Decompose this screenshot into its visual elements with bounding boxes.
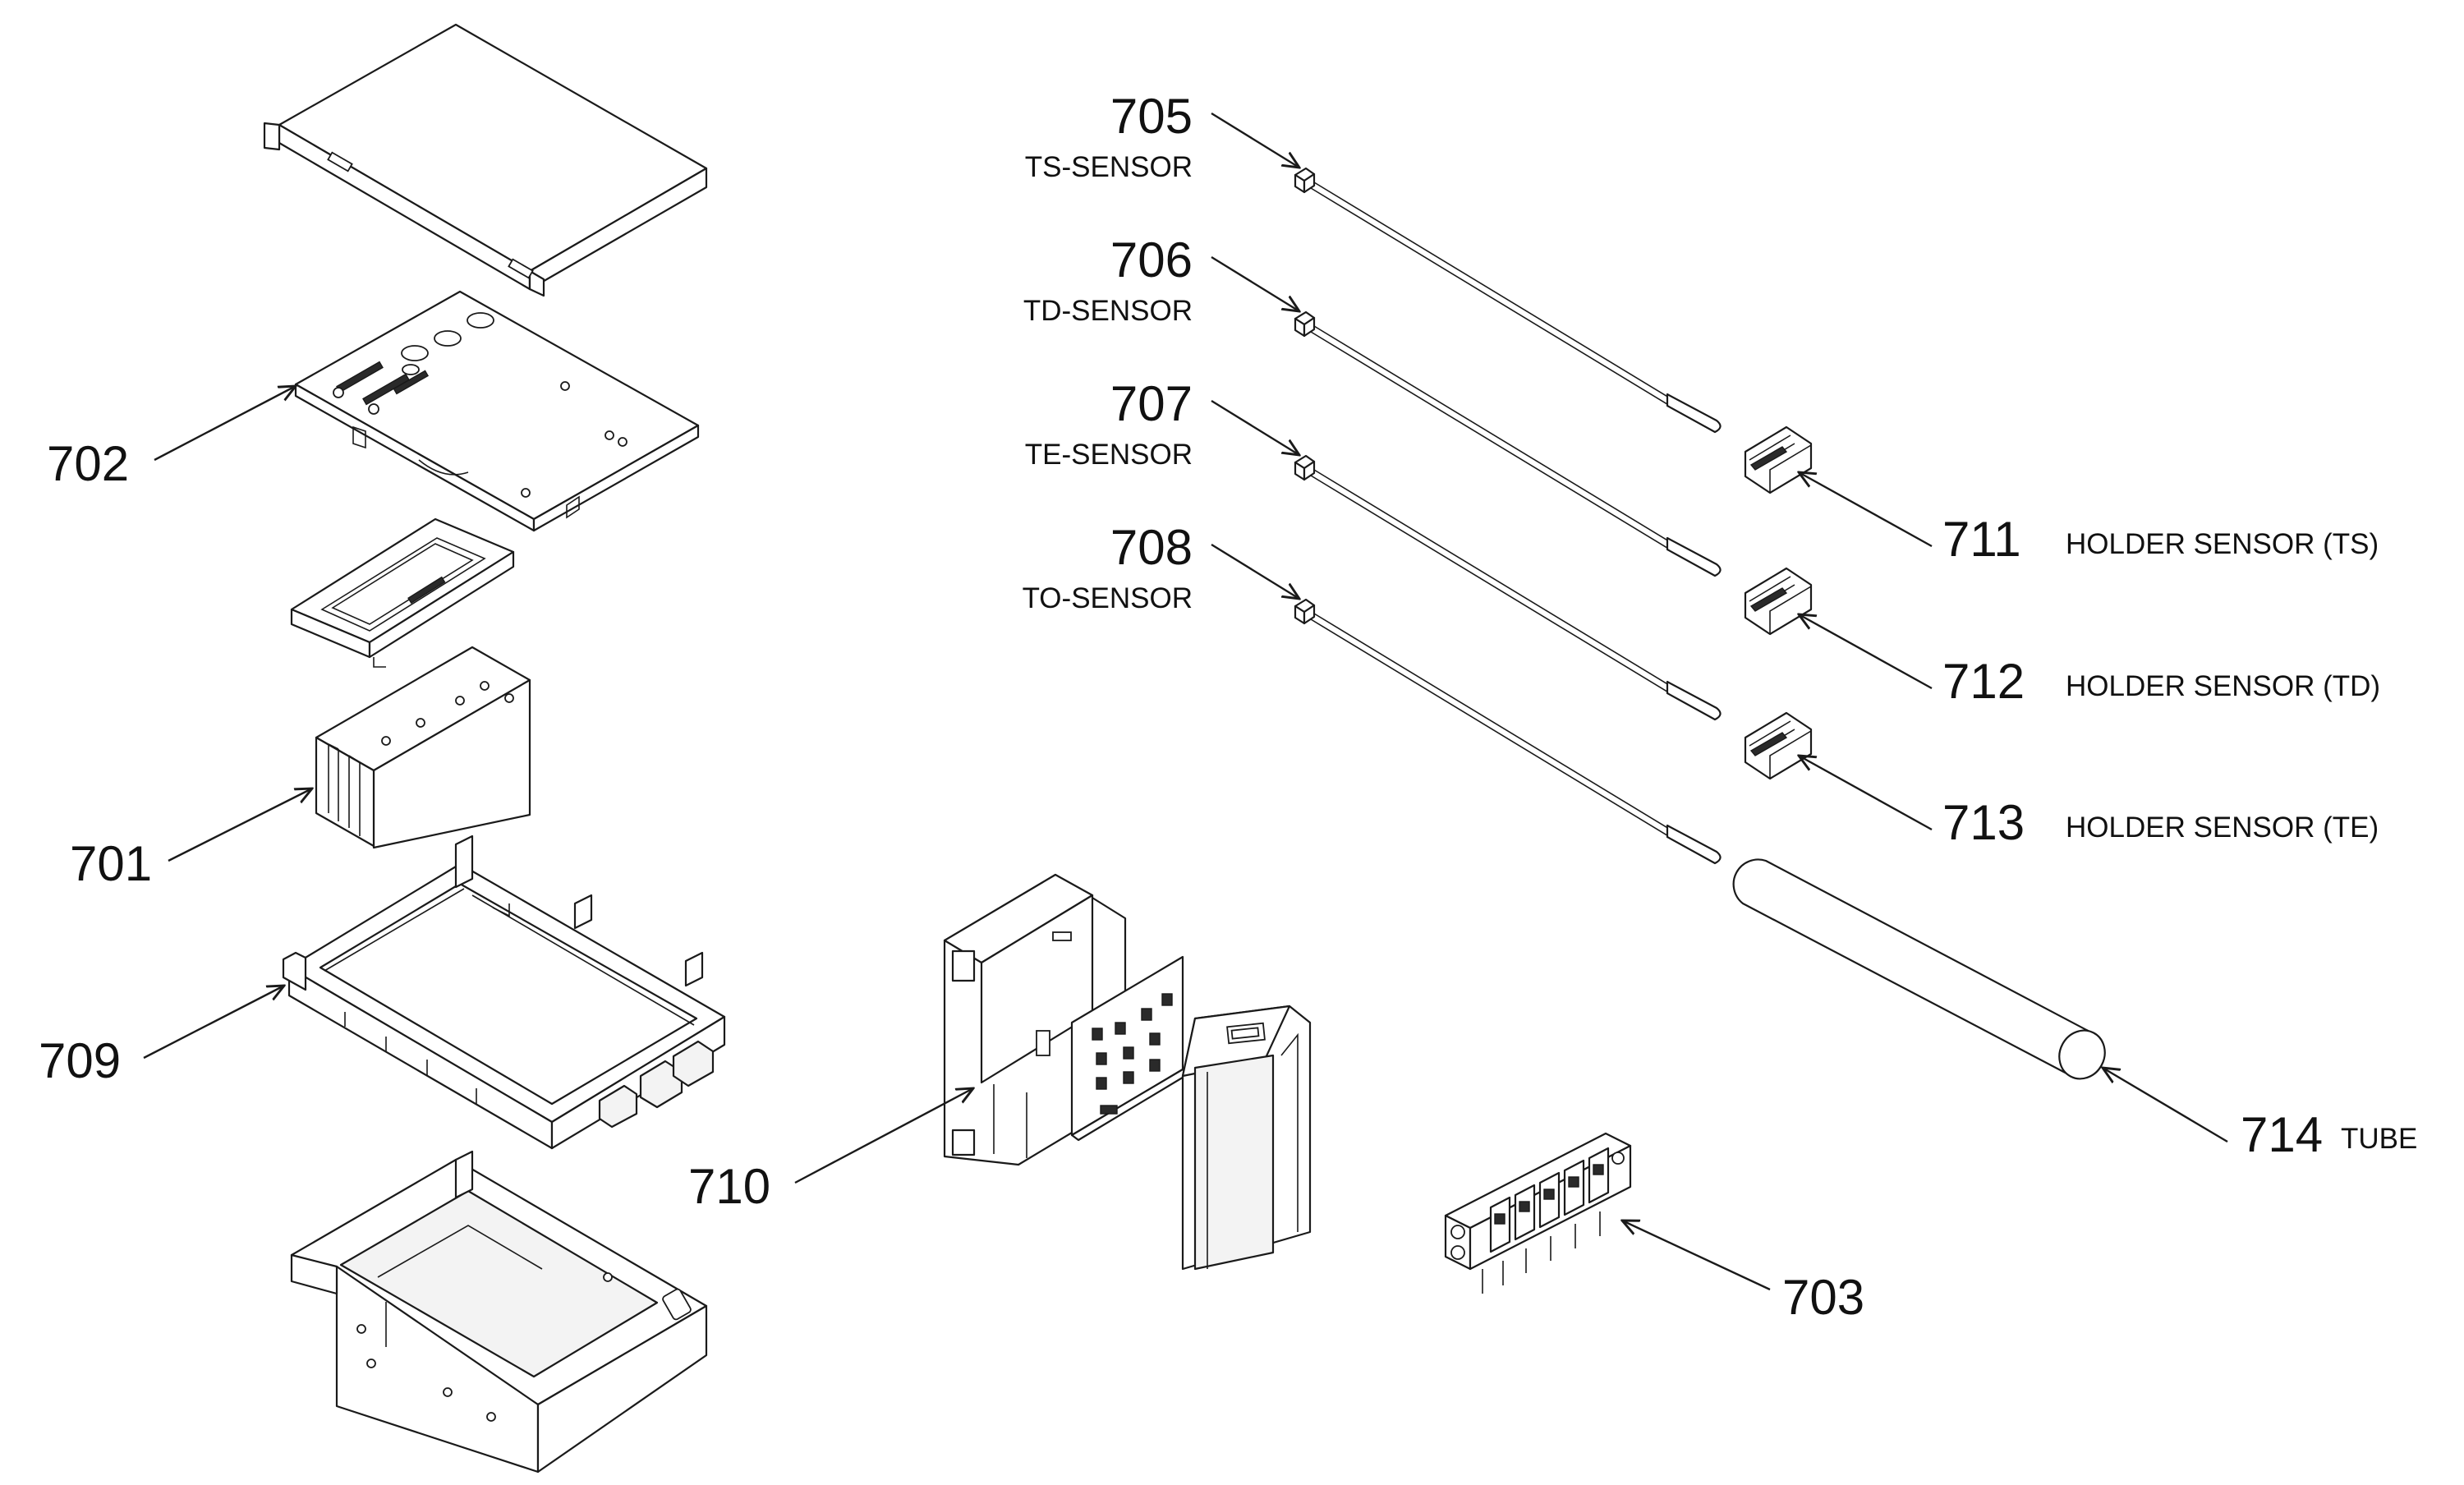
display-frame	[290, 517, 515, 668]
callout-713-number: 713	[1942, 795, 2025, 850]
holder-sensor-712	[1744, 567, 1813, 636]
leader-702	[154, 386, 296, 462]
leader-703	[1622, 1221, 1771, 1291]
inner-frame-709	[282, 834, 726, 1150]
leader-713	[1799, 756, 1933, 831]
holder-sensor-713	[1744, 711, 1813, 780]
callout-706-label: TD-SENSOR	[1023, 295, 1193, 327]
control-pcb-702	[294, 290, 700, 532]
leader-lines	[143, 112, 2228, 1291]
callout-701-number: 701	[70, 836, 152, 891]
callout-714-number: 714	[2241, 1107, 2323, 1162]
leader-709	[143, 986, 284, 1060]
terminal-cover	[1181, 1005, 1312, 1271]
terminal-pcb-710	[1070, 955, 1191, 1142]
callout-707-label: TE-SENSOR	[1025, 439, 1193, 471]
sensor-705-rod	[1294, 167, 1722, 434]
callout-714-label: TUBE	[2341, 1123, 2417, 1155]
base-chassis	[290, 1150, 708, 1474]
heat-sink-701	[315, 646, 531, 849]
callout-705-number: 705	[1110, 89, 1193, 144]
callout-702-number: 702	[47, 436, 129, 491]
leader-706	[1211, 255, 1299, 311]
leader-708	[1211, 543, 1299, 599]
callout-710-number: 710	[688, 1159, 770, 1214]
terminal-block-703	[1444, 1132, 1632, 1294]
callout-703-number: 703	[1782, 1270, 1864, 1325]
sensor-708-rod	[1294, 598, 1722, 865]
callout-709-number: 709	[39, 1033, 121, 1088]
leader-701	[168, 788, 312, 862]
leader-707	[1211, 399, 1299, 455]
tube-714	[1732, 858, 2106, 1080]
sensor-706-rod	[1294, 310, 1722, 577]
callout-705-label: TS-SENSOR	[1025, 151, 1193, 183]
callout-707-number: 707	[1110, 376, 1193, 431]
leader-710	[794, 1088, 973, 1184]
callout-711-number: 711	[1942, 512, 2021, 567]
leader-714	[2103, 1068, 2228, 1143]
callout-708-label: TO-SENSOR	[1023, 582, 1193, 614]
callout-713-label: HOLDER SENSOR (TE)	[2066, 811, 2379, 844]
callout-708-number: 708	[1110, 520, 1193, 575]
holder-sensor-711	[1744, 425, 1813, 494]
leader-711	[1799, 472, 1933, 548]
leader-712	[1799, 614, 1933, 690]
leader-705	[1211, 112, 1299, 168]
callout-712-number: 712	[1942, 654, 2025, 709]
callout-706-number: 706	[1110, 232, 1193, 287]
sensor-707-rod	[1294, 454, 1722, 721]
callouts: 702 701 709 710 703 705 TS-SENSOR 706 TD…	[39, 89, 2417, 1325]
top-cover	[263, 23, 708, 297]
callout-711-label: HOLDER SENSOR (TS)	[2066, 528, 2379, 560]
callout-712-label: HOLDER SENSOR (TD)	[2066, 670, 2380, 702]
